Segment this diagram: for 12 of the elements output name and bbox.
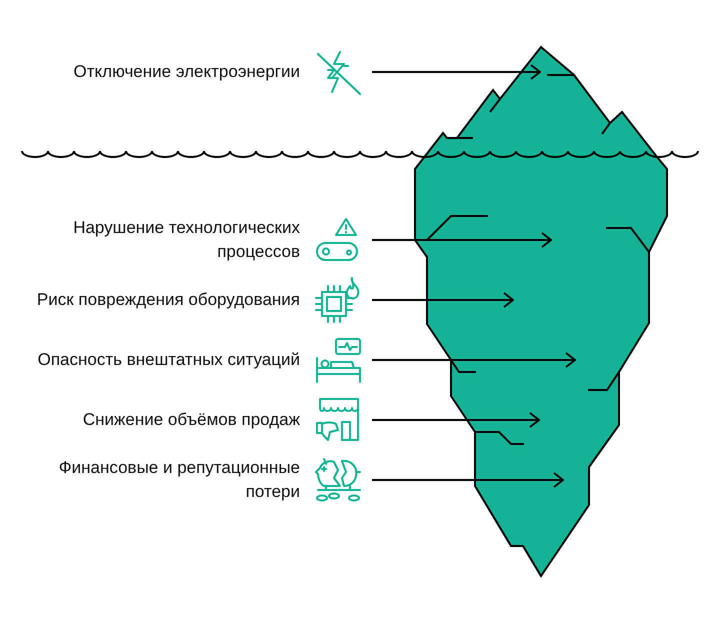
arrow <box>372 352 576 368</box>
arrow <box>372 412 540 428</box>
risk-label: Опасность внештатных ситуаций <box>36 349 300 371</box>
risk-label: Нарушение технологических процессов <box>72 217 300 263</box>
arrow <box>372 232 552 248</box>
risk-label: Отключение электроэнергии <box>72 61 300 83</box>
risk-label: Финансовые и репутационные потери <box>58 457 300 503</box>
arrow <box>372 64 541 80</box>
risk-label: Риск повреждения оборудования <box>36 289 300 311</box>
risk-label: Снижение объёмов продаж <box>82 409 300 431</box>
arrow <box>372 292 514 308</box>
arrow <box>372 472 564 488</box>
